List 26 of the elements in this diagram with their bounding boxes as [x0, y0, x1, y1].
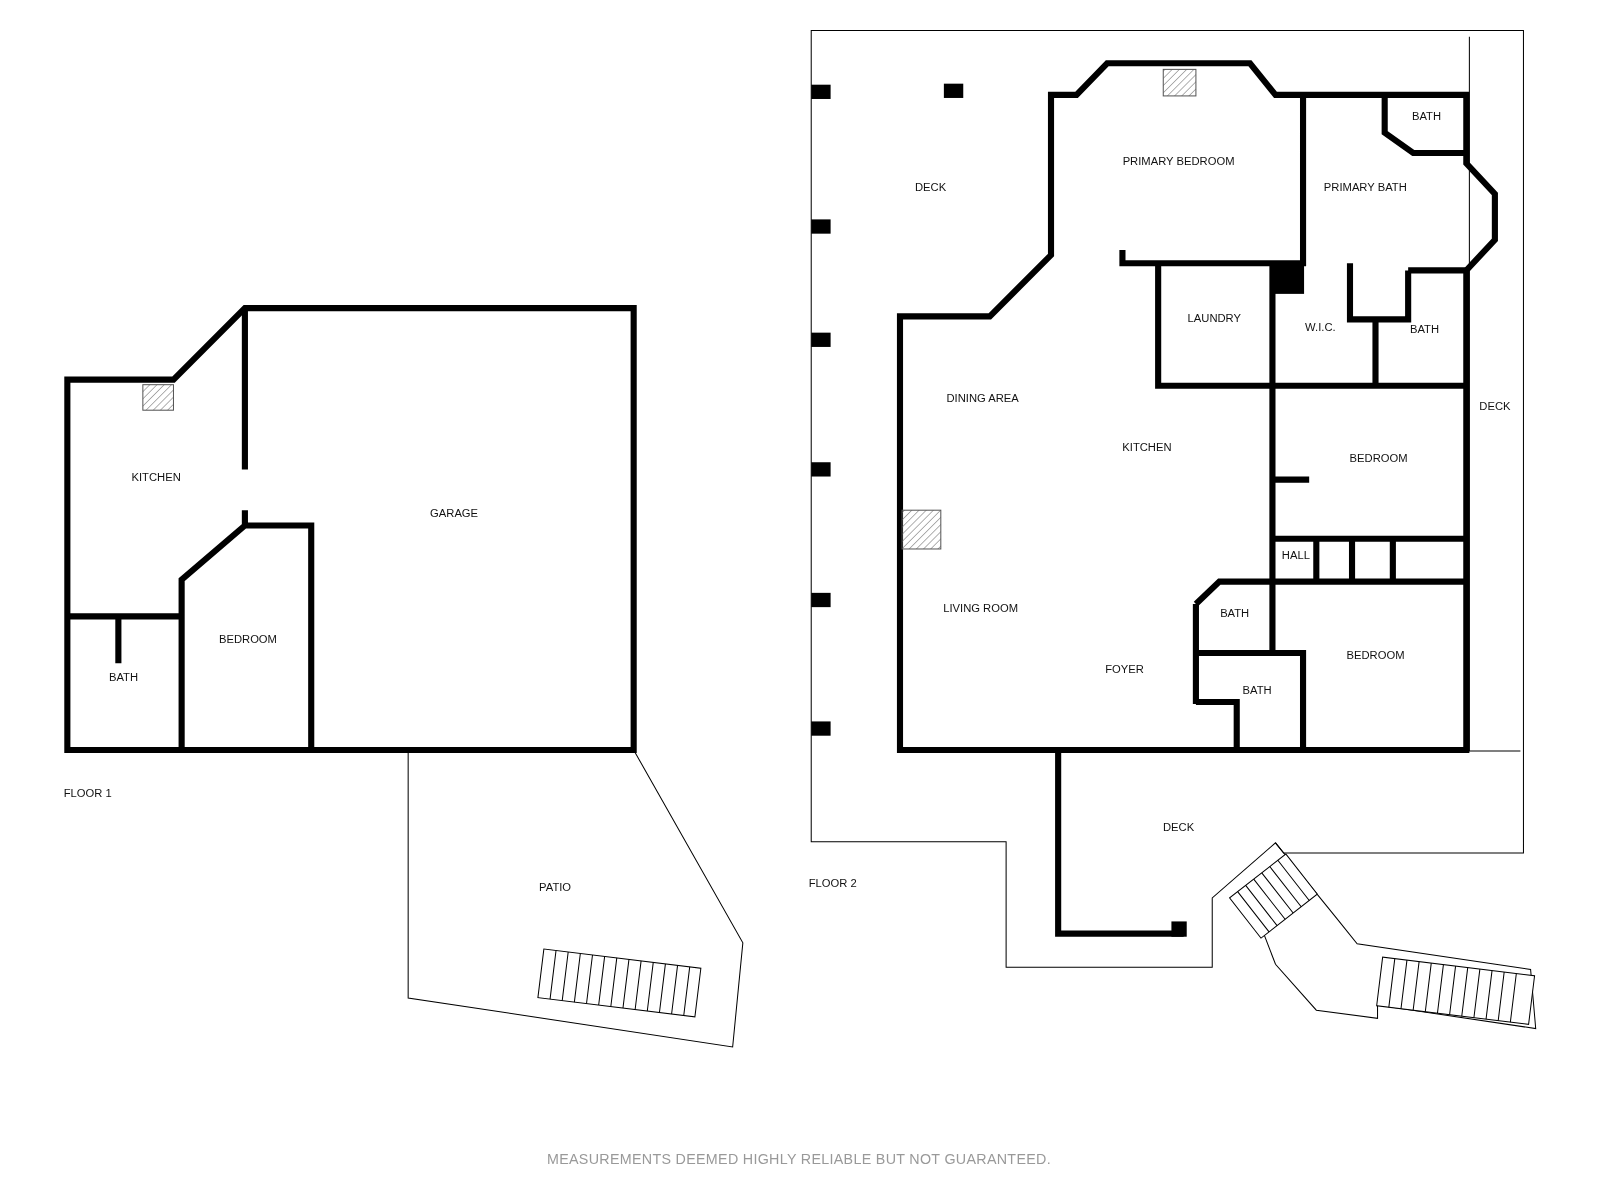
- floor-label: FLOOR 1: [63, 786, 112, 799]
- room-label: LIVING ROOM: [943, 602, 1018, 615]
- room-label: PATIO: [539, 880, 572, 893]
- room-label: HALL: [1281, 549, 1310, 562]
- floor-label: FLOOR 2: [808, 876, 857, 889]
- room-label: DECK: [915, 180, 947, 193]
- room-label: BATH: [1220, 607, 1250, 620]
- room-label: KITCHEN: [1122, 440, 1172, 454]
- room-label: BATH: [108, 670, 139, 683]
- room-label: GARAGE: [430, 507, 479, 520]
- room-label: BATH: [1242, 683, 1272, 696]
- room-label: DINING AREA: [946, 391, 1019, 405]
- room-label: BEDROOM: [1346, 648, 1405, 662]
- room-label: LAUNDRY: [1187, 312, 1241, 325]
- room-label: DECK: [1479, 400, 1511, 413]
- room-label: BEDROOM: [1349, 452, 1408, 465]
- room-label: BATH: [1409, 322, 1440, 335]
- room-label: W.I.C.: [1305, 320, 1336, 333]
- room-label: PRIMARY BEDROOM: [1122, 155, 1235, 168]
- room-label: BATH: [1411, 110, 1442, 123]
- disclaimer-note: MEASUREMENTS DEEMED HIGHLY RELIABLE BUT NOT GUARANTEED.: [547, 1151, 1051, 1168]
- room-label: KITCHEN: [131, 470, 181, 483]
- room-label: FOYER: [1105, 663, 1144, 676]
- room-label: PRIMARY BATH: [1323, 180, 1407, 193]
- room-label: DECK: [1162, 820, 1195, 833]
- room-label: BEDROOM: [218, 632, 277, 645]
